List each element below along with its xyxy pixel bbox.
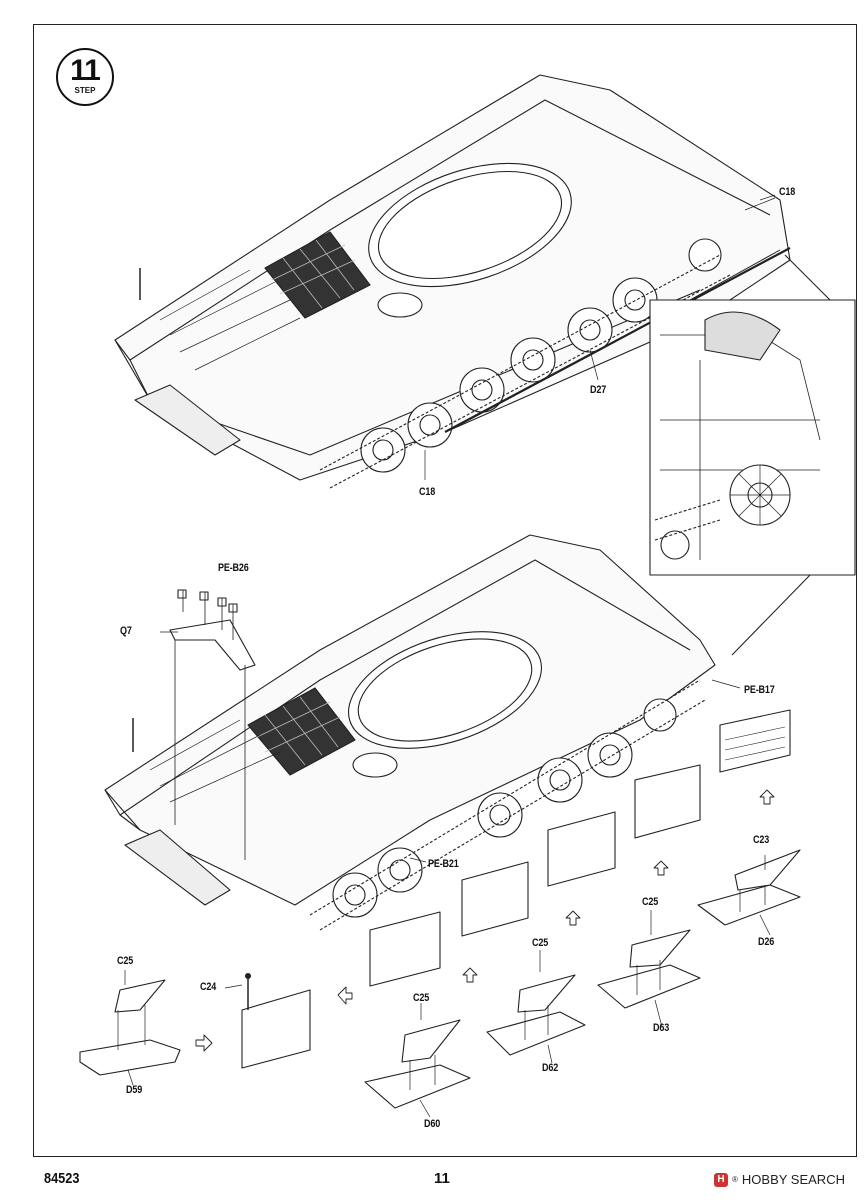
label-c23: C23 <box>753 834 770 846</box>
label-d26: D26 <box>758 936 775 948</box>
pe-b26-q7-parts <box>160 589 256 860</box>
leader-lines <box>124 194 776 1118</box>
label-d27: D27 <box>590 384 607 396</box>
label-c25-b: C25 <box>413 992 430 1004</box>
label-c24: C24 <box>200 981 217 993</box>
watermark-brand: HOBBY SEARCH <box>741 1172 845 1187</box>
label-c18-top: C18 <box>779 186 796 198</box>
registered-mark: ® <box>732 1175 738 1184</box>
label-d62: D62 <box>542 1062 559 1074</box>
label-c25-d: C25 <box>642 896 659 908</box>
label-pe-b26: PE-B26 <box>218 562 249 574</box>
detail-callout-drawing <box>649 254 856 656</box>
label-d63: D63 <box>653 1022 670 1034</box>
label-c25-c: C25 <box>532 937 549 949</box>
label-d59: D59 <box>126 1084 143 1096</box>
label-pe-b17: PE-B17 <box>744 684 775 696</box>
page-frame <box>33 24 857 1157</box>
label-d60: D60 <box>424 1118 441 1130</box>
label-q7: Q7 <box>120 625 132 637</box>
page-number: 11 <box>434 1170 450 1187</box>
label-pe-b21: PE-B21 <box>428 858 459 870</box>
step-badge: 11 STEP <box>56 48 114 106</box>
lower-hull-drawing <box>104 534 716 931</box>
side-skirt-panels <box>241 709 791 1069</box>
mudflap-assemblies <box>79 849 801 1109</box>
product-code: 84523 <box>44 1170 80 1187</box>
hobby-search-watermark: H ® HOBBY SEARCH <box>714 1172 845 1187</box>
upper-hull-drawing <box>114 74 791 489</box>
label-c25-a: C25 <box>117 955 134 967</box>
label-c18-bottom: C18 <box>419 486 436 498</box>
step-number: 11 <box>70 54 101 87</box>
step-word: STEP <box>74 86 96 95</box>
assembly-arrows <box>195 789 775 1052</box>
hobby-search-logo-icon: H <box>714 1172 728 1187</box>
